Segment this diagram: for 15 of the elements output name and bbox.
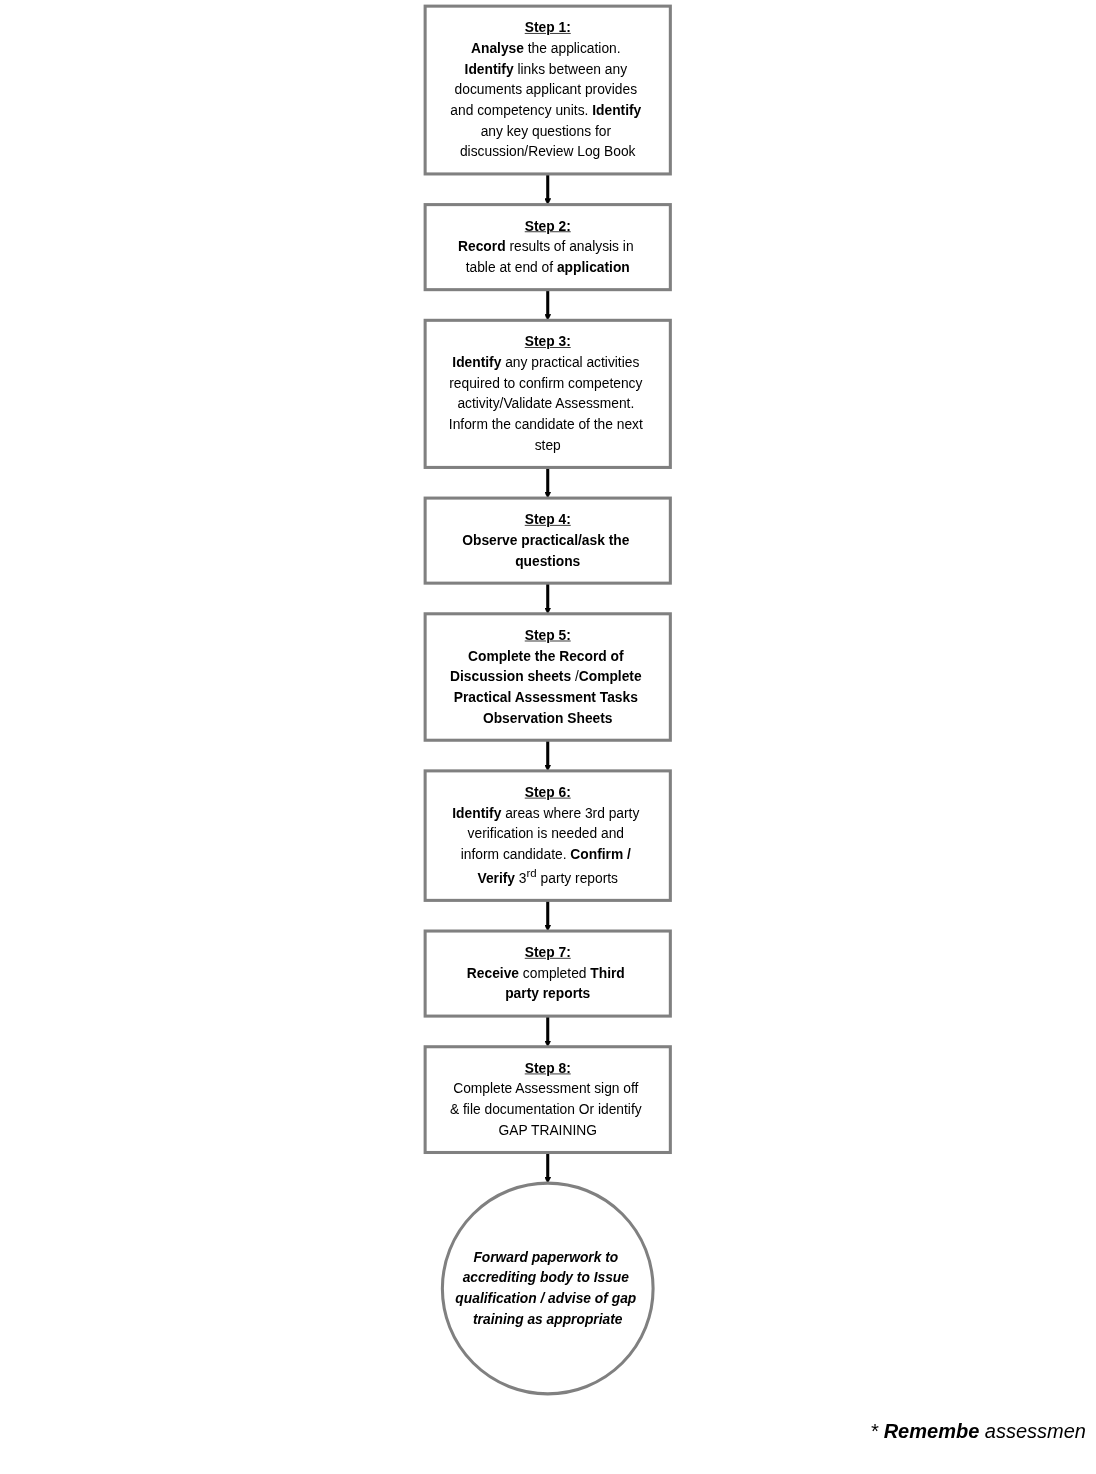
arrow — [544, 1152, 552, 1184]
node-box: Step 1: Analyse the application. Identify links between any documents applicant provides and competency units. Identify any key questions for discussion/Review Log Book — [423, 4, 673, 176]
node-box: Step 4: Observe practical/ask the questions — [423, 496, 673, 585]
note-text: *Remembe assessmen — [870, 1420, 1086, 1443]
arrow — [544, 173, 552, 205]
node-box: Step 7: Receive completed Third party reports — [423, 929, 673, 1018]
arrow — [544, 467, 552, 499]
arrow — [544, 900, 552, 932]
node-circle: Forward paperwork to accrediting body to Issue qualification / advise of gap training as appropriate — [441, 1181, 655, 1396]
node-box: Step 2: Record results of analysis in table at end of application — [423, 203, 673, 292]
arrow — [544, 289, 552, 321]
node-box: Step 6: Identify areas where 3rd party verification is needed and inform candidate. Confirm / Verify 3$^{rd}$ party reports — [423, 769, 673, 902]
node-box: Step 5: Complete the Record of Discussion sheets /Complete Practical Assessment Tasks Observation Sheets — [423, 612, 673, 742]
node-box: Step 8: Complete Assessment sign off & file documentation Or identify GAP TRAINING — [423, 1045, 673, 1155]
node-box: Step 3: Identify any practical activities required to confirm competency activity/Validate Assessment. Inform the candidate of the next step — [423, 318, 673, 469]
